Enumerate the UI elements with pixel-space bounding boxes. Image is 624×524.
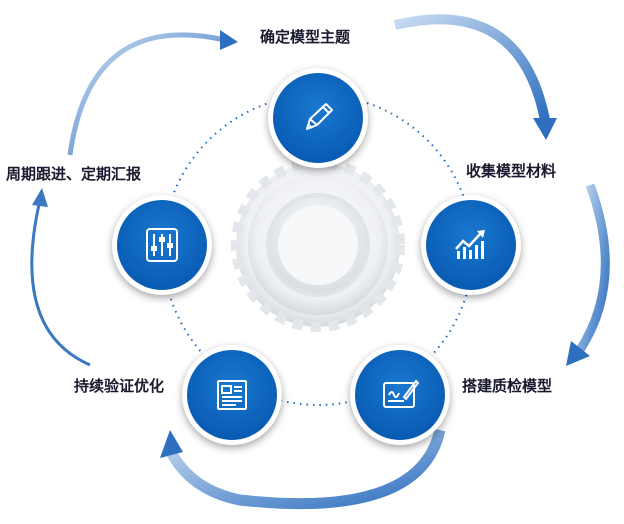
step-node-5 xyxy=(112,195,212,295)
step-label-5: 周期跟进、定期汇报 xyxy=(6,165,142,183)
chart-growth-icon xyxy=(455,230,485,259)
arrow-right xyxy=(576,183,610,353)
arrow-top-left xyxy=(67,32,226,156)
arrow-top-right xyxy=(393,14,550,121)
pencil-icon xyxy=(306,103,333,130)
signature-board-icon xyxy=(383,379,420,408)
sliders-icon xyxy=(146,228,178,262)
step-node-2 xyxy=(421,195,521,295)
gear-icon xyxy=(231,158,405,332)
step-node-3 xyxy=(350,345,450,445)
step-label-3: 搭建质检模型 xyxy=(462,377,553,395)
document-icon xyxy=(217,380,247,410)
step-node-1 xyxy=(268,68,368,168)
arrow-bottom xyxy=(165,428,446,510)
step-node-4 xyxy=(182,345,282,445)
step-label-2: 收集模型材料 xyxy=(466,162,557,180)
step-label-1: 确定模型主题 xyxy=(260,28,351,46)
arrow-left xyxy=(30,199,91,367)
step-label-4: 持续验证优化 xyxy=(74,377,165,395)
